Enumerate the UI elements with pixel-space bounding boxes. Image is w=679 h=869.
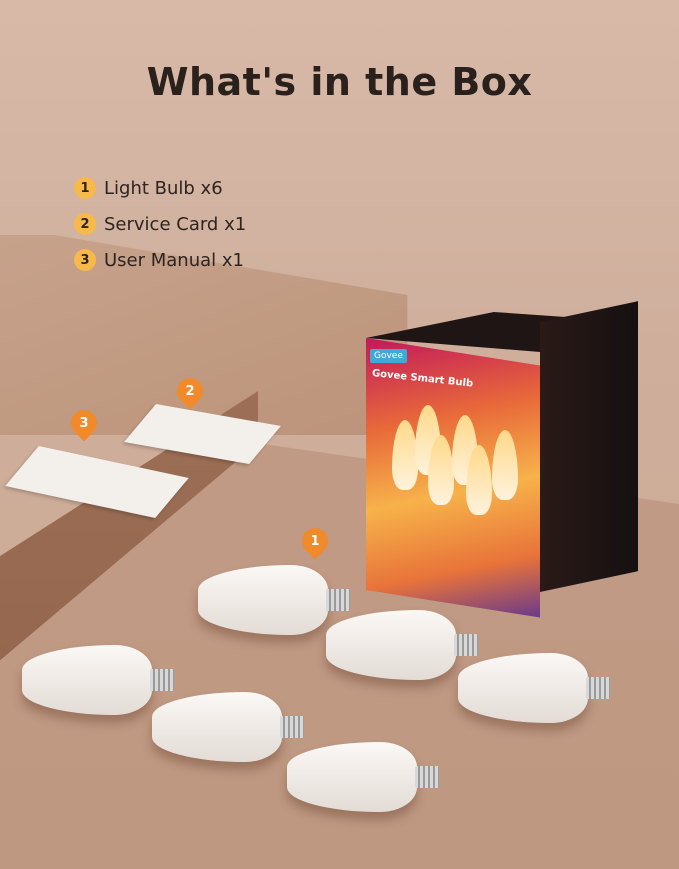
list-item: 3 User Manual x1 — [74, 242, 246, 278]
contents-list: 1 Light Bulb x6 2 Service Card x1 3 User Ma… — [74, 170, 246, 278]
box-bulb-image — [428, 435, 454, 505]
item-label: Light Bulb x6 — [104, 177, 223, 199]
light-bulb — [22, 645, 174, 715]
light-bulb — [198, 565, 350, 635]
brand-logo: Govee — [370, 349, 407, 363]
box-bulb-image — [492, 430, 518, 500]
light-bulb — [458, 653, 610, 723]
page-title: What's in the Box — [146, 60, 533, 104]
list-item: 2 Service Card x1 — [74, 206, 246, 242]
light-bulb — [152, 692, 304, 762]
list-item: 1 Light Bulb x6 — [74, 170, 246, 206]
number-badge: 2 — [74, 213, 96, 235]
number-badge: 3 — [74, 249, 96, 271]
box-bulb-image — [466, 445, 492, 515]
box-bulb-image — [392, 420, 418, 490]
light-bulb — [287, 742, 439, 812]
light-bulb — [326, 610, 478, 680]
number-badge: 1 — [74, 177, 96, 199]
item-label: Service Card x1 — [104, 213, 247, 235]
box-side — [540, 301, 638, 592]
item-label: User Manual x1 — [104, 249, 244, 271]
